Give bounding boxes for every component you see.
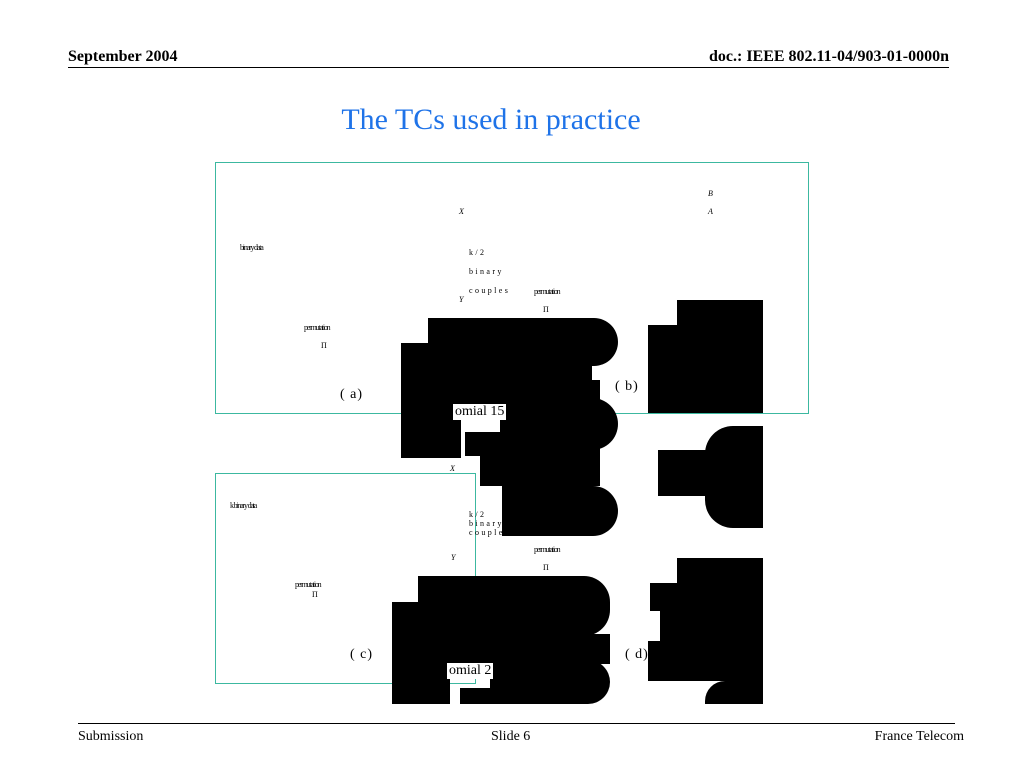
footer-slide-number: Slide 6 [491,729,531,744]
panel-b-caption: ( b) [615,379,639,394]
black-blot [502,486,618,536]
black-blot [500,398,618,450]
black-blot [660,611,763,641]
footer-submission: Submission [78,729,144,744]
panel-a-perm-label: permutation [304,323,331,332]
black-blot [705,681,763,704]
slide-title: The TCs used in practice [341,103,641,136]
panel-b-y-label: Y [459,295,464,304]
footer-organization: France Telecom [874,729,964,744]
panel-a-input-label: binary data [240,243,264,252]
slide-header: September 2004 doc.: IEEE 802.11-04/903-… [68,48,949,68]
panel-d-x-label: X [450,464,455,473]
panel-c-caption: ( c) [350,647,374,662]
panel-b-couples-label: k/2 binary couples [469,248,511,295]
black-blot [648,325,763,413]
header-doc-id: doc.: IEEE 802.11-04/903-01-0000n [708,48,949,65]
panel-c-pi-symbol: Π [312,590,318,599]
panel-c-perm-label: permutation [295,580,322,589]
black-blot [490,660,610,704]
black-blot [401,343,461,458]
black-blot [705,426,763,528]
panel-b-stray-text: omial 15 [453,404,507,420]
panel-a-pi-symbol: Π [321,341,327,350]
panel-d-caption: ( d) [625,647,649,662]
panel-d-couples-label: k/2 binary couples [469,510,511,537]
panel-b-perm-label: permutation [534,287,561,296]
panel-d-perm-label: permutation [534,545,561,554]
panel-b-pi-symbol: Π [543,305,549,314]
black-blot [392,602,450,704]
black-blot [648,641,763,681]
panel-c-input-label: k binary data [230,501,257,510]
panel-b-x-label: X [459,207,464,216]
panel-d-pi-symbol: Π [543,563,549,572]
panel-b-b-label: B [708,189,713,198]
black-blot [580,576,610,636]
panel-d-stray-text: omial 2 [447,663,494,679]
black-blot [480,450,600,486]
black-blot [450,634,610,664]
panel-a-caption: ( a) [340,387,364,402]
panel-d-y-label: Y [451,553,456,562]
panel-b-a-label: A [708,207,713,216]
footer-rule [78,723,955,724]
black-blot [460,688,492,704]
black-blot [650,583,763,611]
header-date: September 2004 [68,48,178,65]
